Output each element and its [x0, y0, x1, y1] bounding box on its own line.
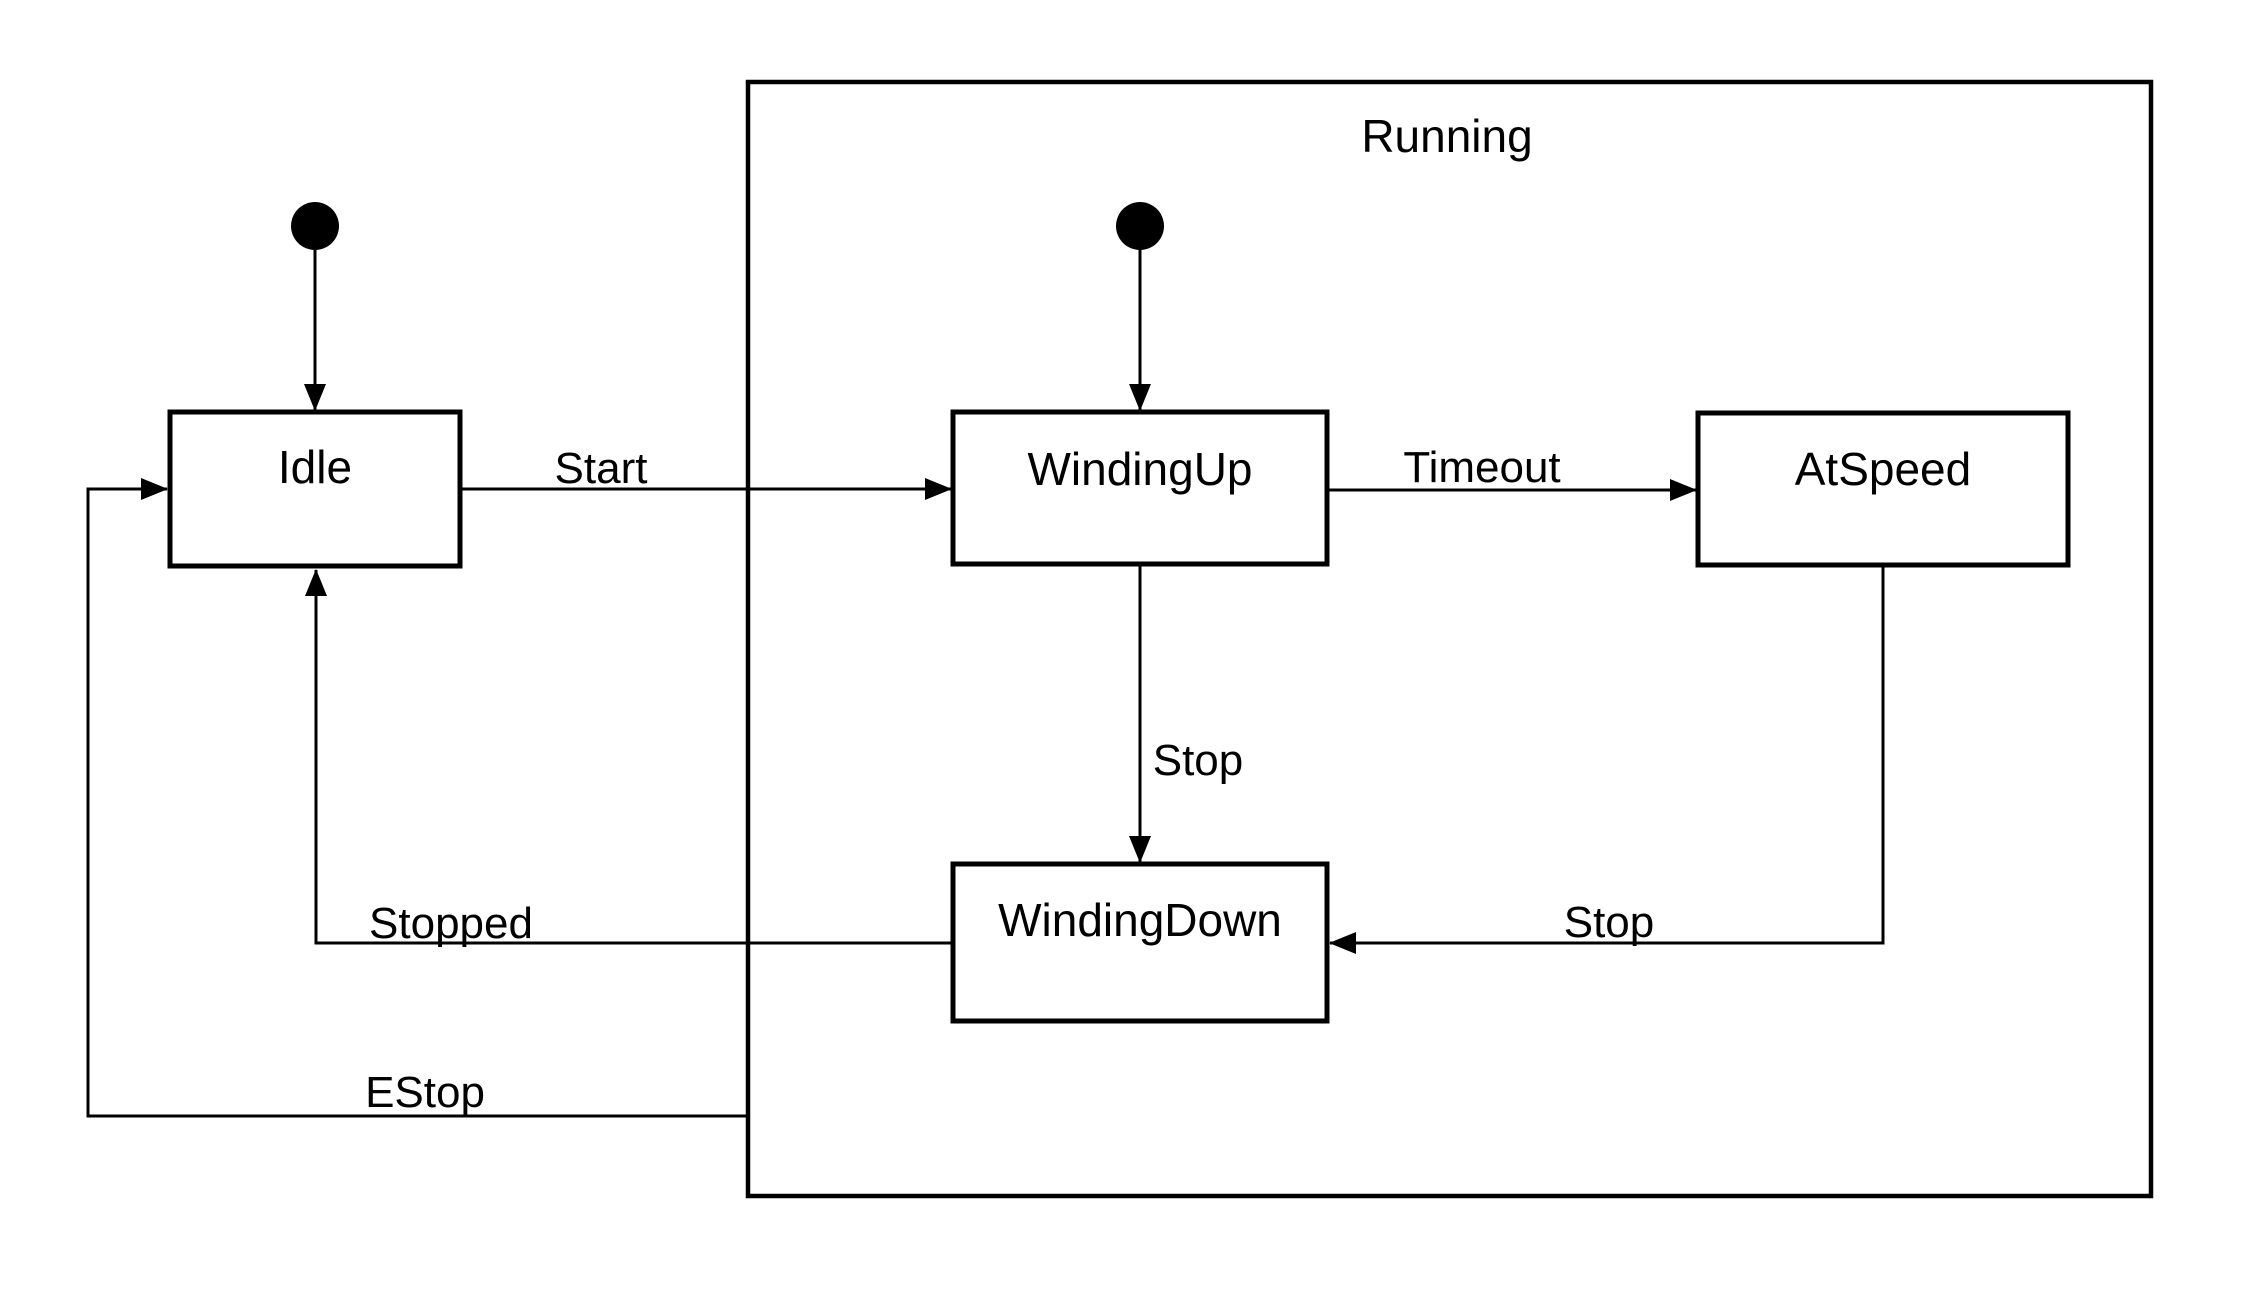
transition-stop-atspeed-label: Stop [1564, 898, 1655, 947]
transition-estop-label: EStop [365, 1068, 485, 1117]
state-windingup: WindingUp [950, 409, 1330, 567]
state-windingup-box [950, 409, 1330, 567]
transition-stop-windingup-label: Stop [1153, 736, 1244, 785]
initial-pseudostate-running [1116, 202, 1164, 411]
transition-stop-atspeed: Stop [1329, 566, 1885, 954]
composite-state-label: Running [1361, 110, 1532, 162]
state-windingdown-label: WindingDown [998, 894, 1282, 946]
initial-pseudostate-top-level [291, 202, 339, 411]
transition-estop: EStop [86, 478, 748, 1118]
state-atspeed: AtSpeed [1695, 410, 2071, 568]
transition-start-label: Start [555, 444, 648, 493]
transition-timeout: Timeout [1327, 443, 1697, 501]
state-windingdown: WindingDown [950, 861, 1330, 1024]
transition-stop-windingup: Stop [1129, 566, 1244, 863]
state-atspeed-box [1695, 410, 2071, 568]
transition-stopped: Stopped [305, 569, 953, 948]
state-windingup-label: WindingUp [1028, 443, 1253, 495]
transition-timeout-label: Timeout [1403, 443, 1560, 492]
state-idle: Idle [167, 409, 463, 569]
initial-state-dot [1116, 202, 1164, 250]
state-atspeed-label: AtSpeed [1795, 443, 1971, 495]
transition-stop-atspeed-arrow [1329, 566, 1885, 954]
state-windingdown-box [950, 861, 1330, 1024]
composite-state-border [745, 79, 2154, 1199]
transition-stopped-label: Stopped [369, 899, 533, 948]
state-idle-box [167, 409, 463, 569]
initial-state-dot [291, 202, 339, 250]
transition-estop-arrow [86, 478, 748, 1118]
transition-start: Start [460, 444, 952, 500]
composite-state-running: Running [745, 79, 2154, 1199]
state-idle-label: Idle [278, 441, 352, 493]
transition-stopped-arrow [305, 569, 953, 945]
